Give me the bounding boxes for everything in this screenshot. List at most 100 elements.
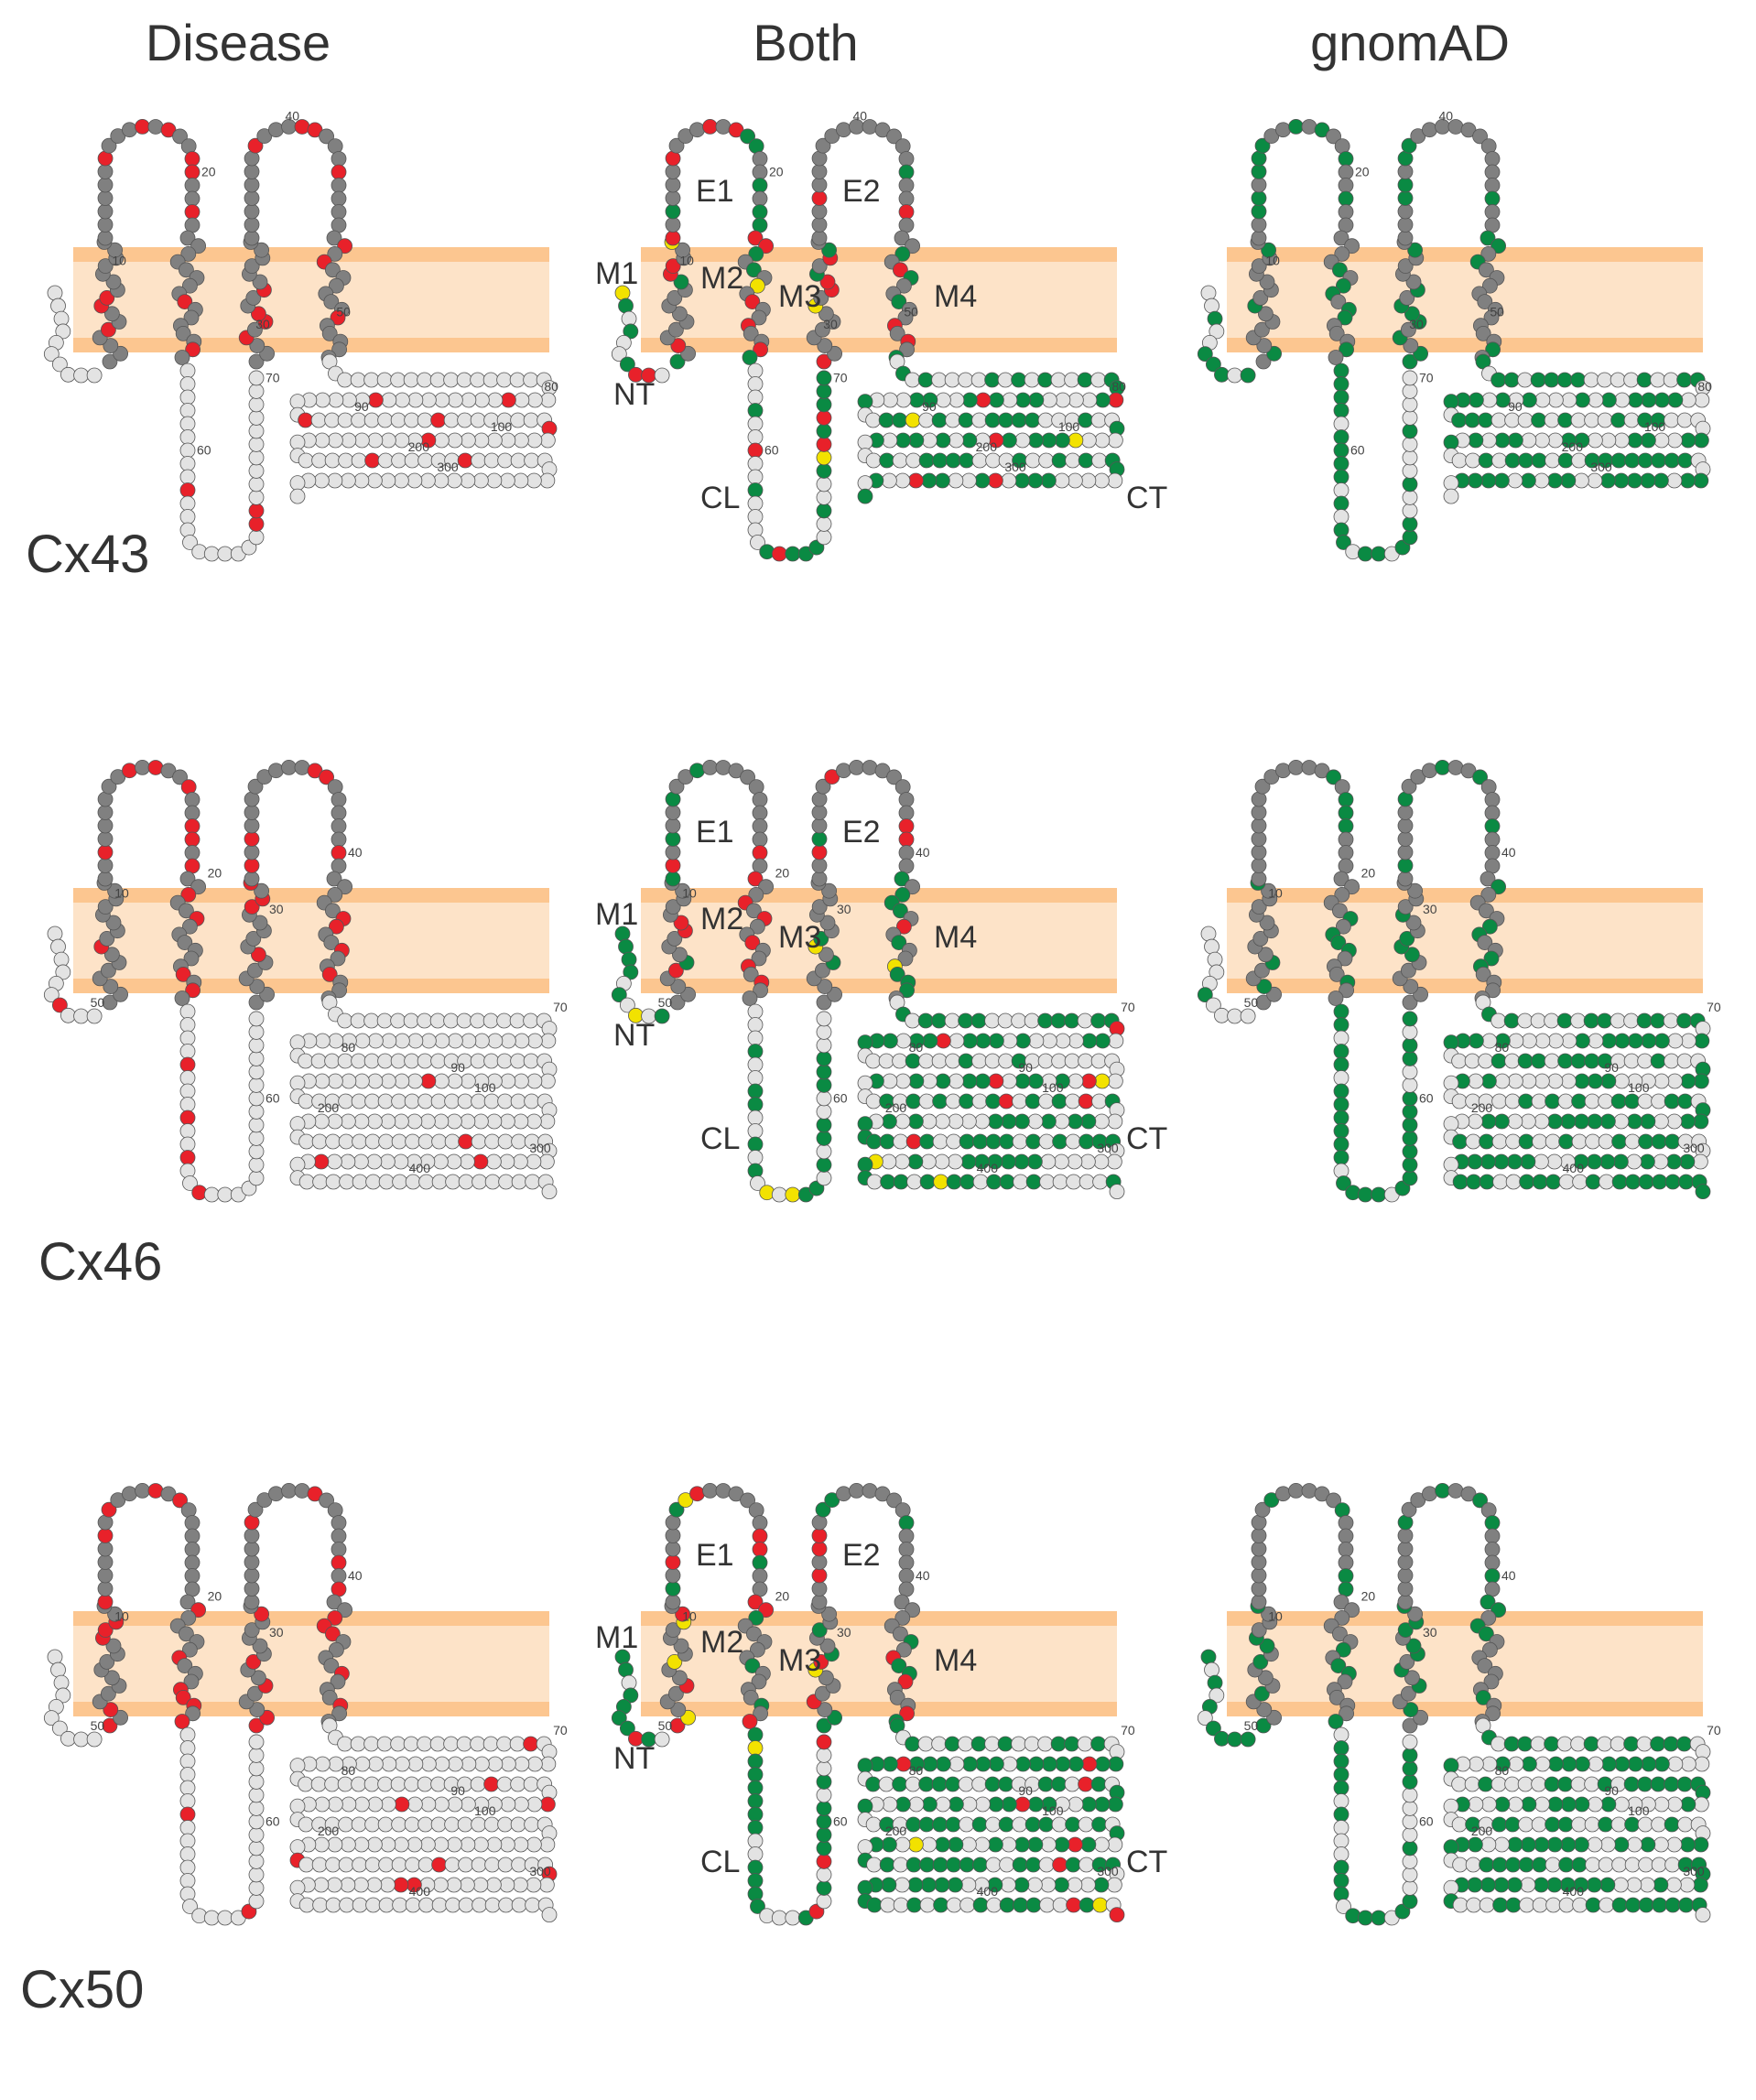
residue — [998, 1776, 1014, 1792]
residue — [1517, 412, 1534, 428]
residue — [249, 338, 266, 354]
residue — [1693, 1796, 1709, 1813]
residue — [894, 1153, 910, 1170]
residue — [1339, 1705, 1354, 1722]
residue — [921, 432, 938, 449]
residue — [460, 1113, 476, 1130]
residue — [1484, 845, 1501, 861]
residue — [405, 1856, 421, 1873]
residue — [1402, 1854, 1418, 1869]
residue — [907, 1113, 924, 1130]
residue — [172, 1492, 188, 1509]
residue — [747, 1030, 764, 1046]
residue — [53, 310, 70, 327]
residue — [1402, 1064, 1418, 1080]
residue — [889, 1690, 905, 1705]
residue — [1680, 1756, 1696, 1772]
residue — [457, 452, 473, 469]
residue — [744, 935, 761, 950]
residue — [1530, 372, 1546, 388]
residue — [959, 1093, 975, 1110]
membrane-edge-top — [73, 888, 549, 903]
residue — [407, 1033, 424, 1049]
residue — [819, 1638, 836, 1654]
residue — [1251, 871, 1267, 887]
residue — [865, 1816, 882, 1833]
residue — [1558, 1174, 1575, 1190]
residue — [1544, 1776, 1560, 1792]
residue-number-label: 300 — [529, 1141, 551, 1155]
residue — [1531, 452, 1547, 469]
residue — [1338, 151, 1354, 167]
residue — [1597, 1012, 1613, 1029]
residue — [1534, 1836, 1550, 1853]
residue-number-label: 300 — [1590, 460, 1612, 474]
residue — [1680, 432, 1696, 449]
residue — [878, 1053, 894, 1069]
residue — [747, 1820, 764, 1835]
residue — [752, 792, 768, 807]
residue — [1650, 1776, 1666, 1792]
residue — [177, 935, 193, 950]
residue — [1637, 1053, 1653, 1069]
residue — [60, 1730, 76, 1747]
residue — [447, 1033, 463, 1049]
residue — [289, 394, 306, 410]
residue — [367, 1073, 384, 1089]
residue — [310, 412, 327, 428]
residue — [1465, 1133, 1481, 1150]
residue — [540, 1033, 557, 1049]
residue — [665, 871, 681, 887]
residue-number-label: 50 — [658, 1718, 673, 1733]
residue — [998, 1816, 1014, 1833]
label-e2: E2 — [842, 174, 881, 209]
residue — [97, 805, 114, 820]
residue — [1014, 1756, 1031, 1772]
residue — [101, 1501, 117, 1518]
residue — [918, 1816, 935, 1833]
residue — [811, 217, 828, 233]
residue — [248, 1840, 265, 1856]
residue — [510, 1093, 526, 1110]
residue — [866, 1856, 883, 1873]
residue — [248, 1893, 265, 1910]
residue — [1078, 1053, 1094, 1069]
residue — [367, 392, 384, 408]
residue — [482, 1012, 499, 1029]
residue — [351, 1776, 367, 1792]
residue — [406, 1113, 423, 1130]
residue — [1025, 1174, 1042, 1190]
residue — [1557, 452, 1574, 469]
residue — [665, 805, 681, 820]
residue — [1640, 432, 1656, 449]
column-title-both: Both — [753, 14, 859, 71]
residue — [456, 1012, 472, 1029]
residue — [1014, 392, 1031, 408]
residue — [816, 994, 832, 1011]
residue — [526, 1877, 542, 1893]
residue-number-label: 20 — [1361, 1589, 1376, 1604]
residue — [715, 1483, 732, 1499]
residue — [1623, 1776, 1640, 1792]
residue — [393, 472, 409, 489]
residue — [314, 1073, 331, 1089]
label-cl: CL — [700, 1121, 740, 1156]
residue — [1371, 546, 1387, 562]
residue — [217, 1186, 233, 1203]
residue — [147, 760, 164, 775]
residue — [1338, 1515, 1354, 1531]
residue — [1328, 325, 1345, 341]
residue — [458, 1897, 474, 1913]
residue — [248, 410, 265, 426]
residue — [352, 1133, 368, 1150]
residue — [753, 982, 768, 999]
residue — [752, 818, 768, 834]
residue — [1612, 1877, 1629, 1893]
residue — [181, 1641, 198, 1658]
residue — [975, 1033, 992, 1049]
residue — [1493, 472, 1510, 489]
residue — [1107, 1796, 1123, 1813]
residue — [1106, 1877, 1122, 1893]
residue — [417, 1856, 434, 1873]
residue — [816, 1170, 832, 1186]
